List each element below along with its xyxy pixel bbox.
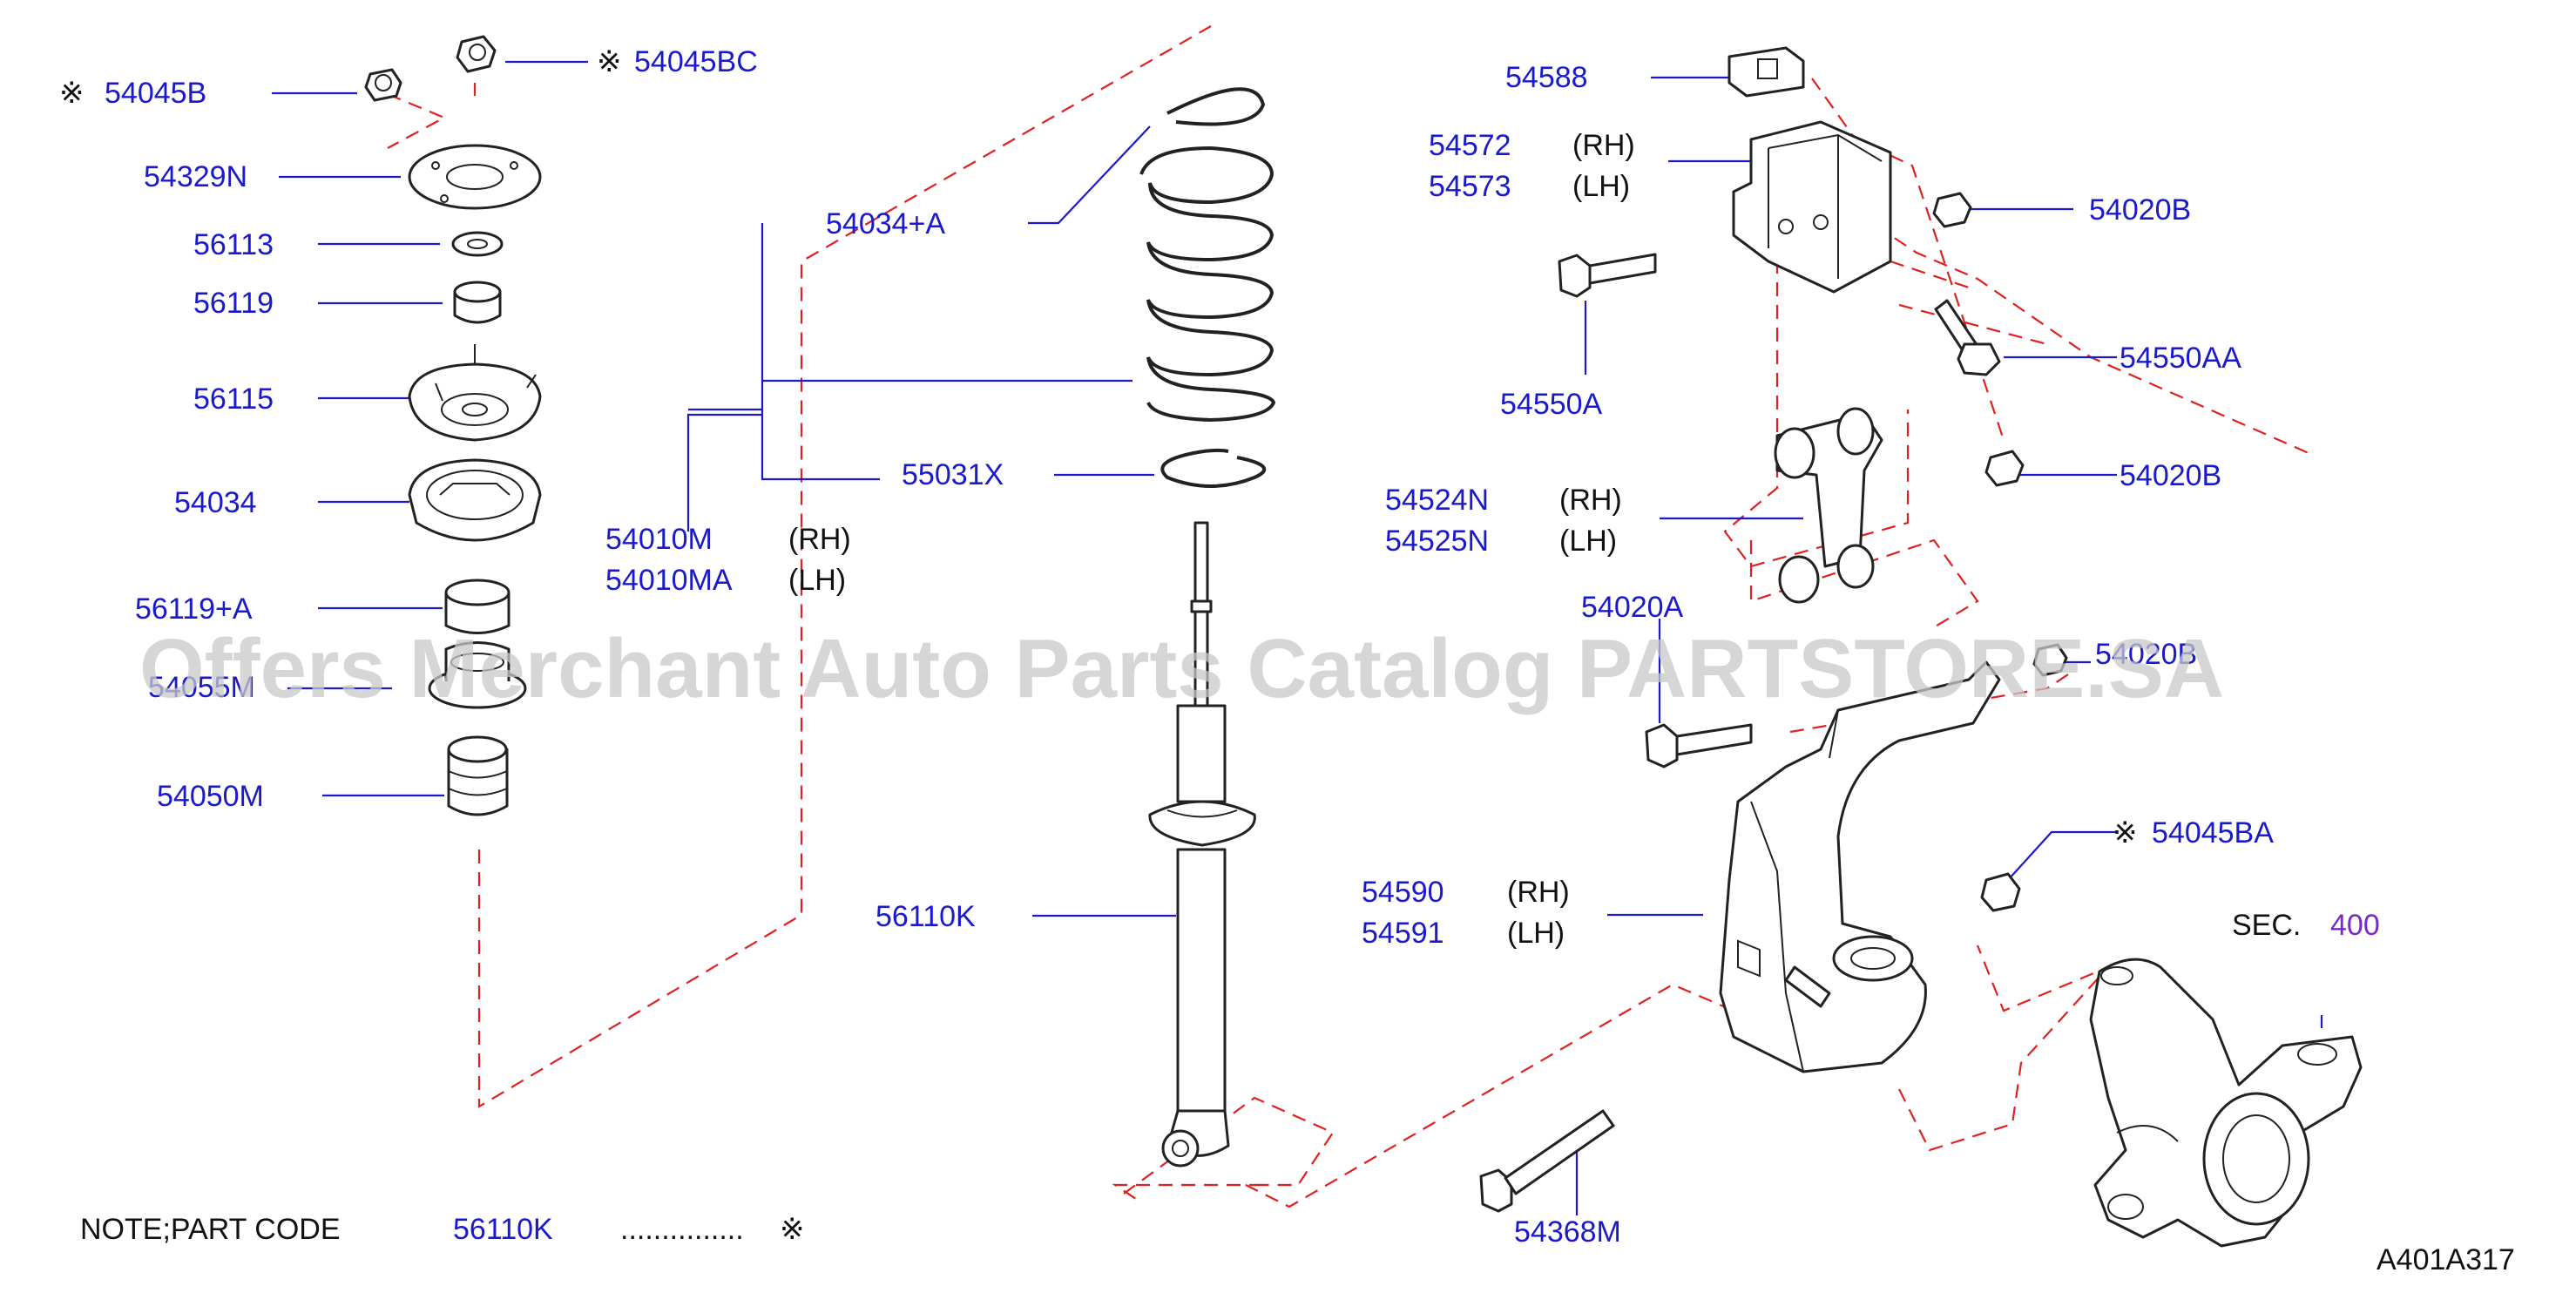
spring-seat-lower-55031x-drawing	[1160, 448, 1267, 488]
label-54329n[interactable]: 54329N	[144, 160, 247, 193]
bolt-54550a-drawing	[1558, 253, 1657, 298]
section-label: SEC.	[2232, 909, 2301, 942]
section-number-link[interactable]: 400	[2330, 909, 2380, 942]
washer-56113-drawing	[451, 231, 504, 257]
label-54020b-upper[interactable]: 54020B	[2089, 193, 2191, 227]
bolt-54020a-drawing	[1645, 723, 1753, 768]
label-54590[interactable]: 54590	[1362, 876, 1444, 909]
mark-54045b: ※	[59, 77, 85, 110]
watermark-text: Offers Merchant Auto Parts Catalog PARTS…	[139, 622, 2224, 715]
nut-54020b-middle-drawing	[1984, 450, 2025, 487]
label-54010m[interactable]: 54010M	[605, 523, 713, 556]
label-56110k[interactable]: 56110K	[876, 900, 976, 933]
label-56115[interactable]: 56115	[193, 382, 274, 416]
label-54020b-lower[interactable]: 54020B	[2095, 638, 2197, 671]
assembly-dash-lines	[387, 25, 2309, 1208]
label-54524n[interactable]: 54524N	[1385, 484, 1489, 517]
label-56113[interactable]: 56113	[193, 228, 274, 261]
nut-54045b-drawing	[364, 68, 402, 102]
part-labels: ※ 54045B ※ 54045BC 54329N 56113 56119 56…	[59, 45, 2380, 1249]
label-54045bc[interactable]: 54045BC	[634, 45, 758, 78]
seat-54034-drawing	[408, 458, 542, 542]
shock-absorber-56110k-drawing	[1148, 521, 1256, 1168]
label-54591[interactable]: 54591	[1362, 917, 1444, 950]
note-code[interactable]: 56110K	[453, 1213, 553, 1246]
mount-56115-drawing	[408, 344, 542, 442]
label-54368m[interactable]: 54368M	[1514, 1215, 1621, 1249]
label-54045ba[interactable]: 54045BA	[2152, 816, 2274, 850]
label-55031x[interactable]: 55031X	[902, 458, 1004, 491]
label-54525n[interactable]: 54525N	[1385, 525, 1489, 558]
label-56119a[interactable]: 56119+A	[135, 592, 253, 626]
label-54010ma-side: (LH)	[788, 564, 846, 597]
nut-54045bc-drawing	[456, 35, 497, 73]
link-54524n-drawing	[1774, 407, 1883, 604]
bracket-54572-drawing	[1732, 120, 1892, 294]
label-54050m[interactable]: 54050M	[157, 780, 264, 813]
mount-plate-54329n-drawing	[408, 144, 542, 210]
bushing-56119-drawing	[453, 281, 502, 324]
bound-stopper-54050m-drawing	[447, 735, 509, 816]
label-54020b-middle[interactable]: 54020B	[2120, 459, 2221, 492]
leader-lines	[272, 60, 2323, 1215]
nut-54020b-lower-drawing	[2032, 643, 2068, 677]
label-54034a[interactable]: 54034+A	[826, 207, 945, 240]
label-54010m-side: (RH)	[788, 523, 851, 556]
label-54550a[interactable]: 54550A	[1500, 388, 1603, 421]
dust-cover-54055m-drawing	[428, 641, 527, 709]
mark-54045ba: ※	[2113, 816, 2138, 850]
diagram-id: A401A317	[2377, 1243, 2515, 1276]
footer-note: NOTE;PART CODE 56110K ............... ※	[80, 1213, 805, 1246]
label-54020a[interactable]: 54020A	[1581, 591, 1684, 624]
bolt-54368m-drawing	[1479, 1109, 1615, 1213]
label-54573[interactable]: 54573	[1429, 170, 1511, 203]
note-dots: ...............	[620, 1213, 744, 1246]
label-54572-side: (RH)	[1572, 129, 1635, 162]
label-54590-side: (RH)	[1507, 876, 1570, 909]
label-54572[interactable]: 54572	[1429, 129, 1511, 162]
nut-54020b-upper-drawing	[1932, 192, 1972, 228]
note-mark: ※	[780, 1213, 805, 1246]
label-54588[interactable]: 54588	[1505, 61, 1588, 94]
spring-seat-upper-drawing	[1166, 87, 1266, 126]
coil-spring-drawing	[1139, 146, 1276, 423]
bolt-54550aa-drawing	[1934, 299, 2001, 376]
lower-arm-54590-drawing	[1719, 660, 2001, 1073]
note-prefix: NOTE;PART CODE	[80, 1213, 341, 1246]
label-54010ma[interactable]: 54010MA	[605, 564, 733, 597]
bumper-54588-drawing	[1727, 46, 1805, 98]
label-54045b[interactable]: 54045B	[105, 77, 206, 110]
mark-54045bc: ※	[597, 45, 622, 78]
label-54550aa[interactable]: 54550AA	[2120, 342, 2241, 375]
nut-54045ba-drawing	[1980, 872, 2021, 912]
label-56119[interactable]: 56119	[193, 287, 274, 320]
knuckle-sec400-drawing	[2089, 958, 2363, 1248]
label-54591-side: (LH)	[1507, 917, 1565, 950]
label-54055m[interactable]: 54055M	[148, 671, 255, 704]
label-54525n-side: (LH)	[1559, 525, 1617, 558]
label-54524n-side: (RH)	[1559, 484, 1622, 517]
bumper-56119a-drawing	[444, 579, 510, 634]
label-54573-side: (LH)	[1572, 170, 1630, 203]
label-54034[interactable]: 54034	[174, 486, 257, 519]
